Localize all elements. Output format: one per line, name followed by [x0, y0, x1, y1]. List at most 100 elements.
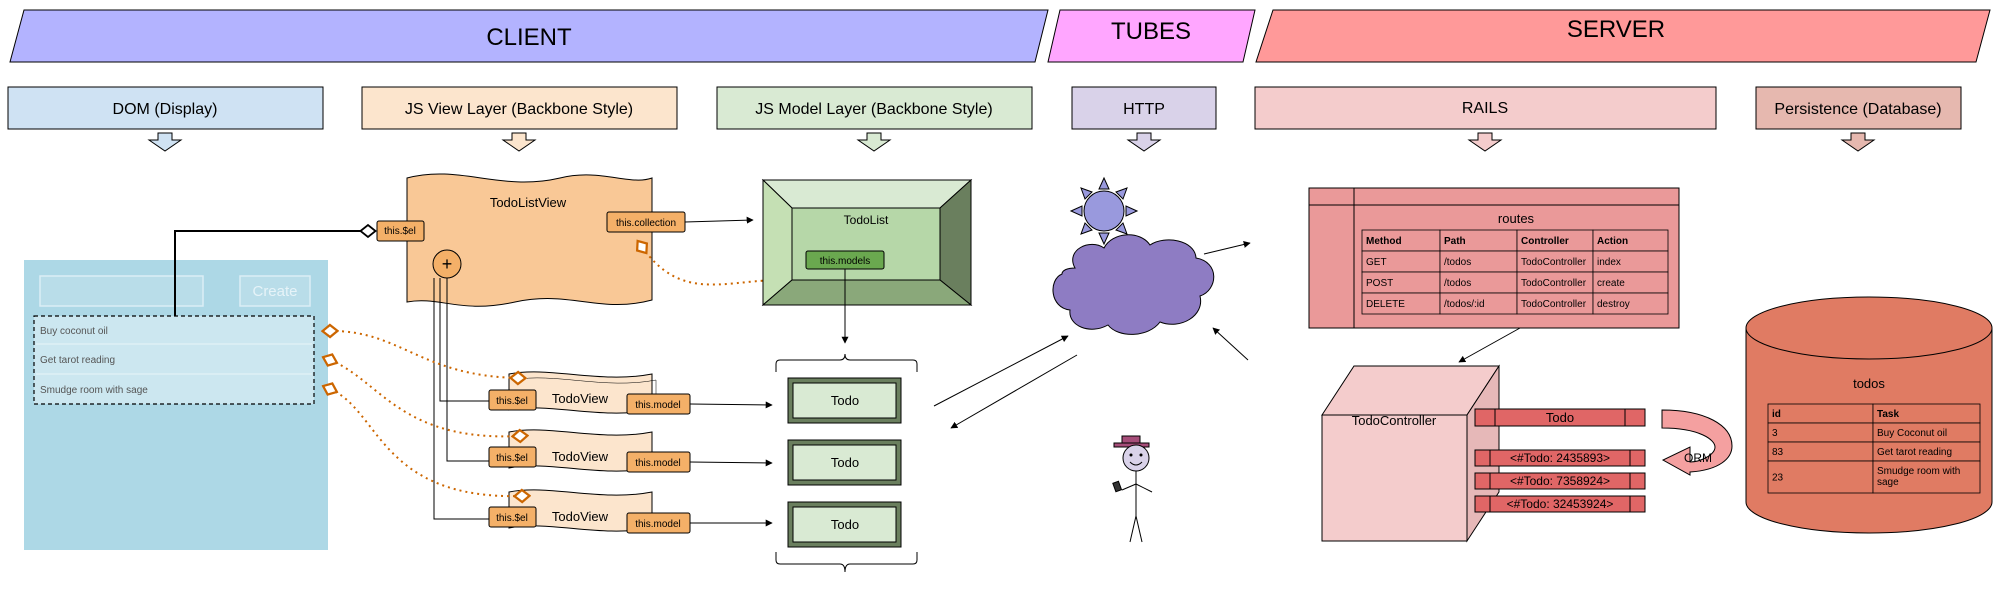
todo-view-2-el-tag: this.$el	[496, 453, 528, 464]
todo-model-2: Todo	[787, 439, 902, 486]
collection-arrow	[684, 216, 754, 224]
todo-view-1-model-tag: this.model	[635, 400, 681, 411]
todo-view-1: TodoView this.$el this.model	[488, 371, 691, 415]
routes-row-3-col-4-cell	[1592, 292, 1669, 315]
routes-row-2-col-1: POST	[1366, 278, 1393, 289]
orm-arrow: ORM	[1661, 409, 1733, 476]
collection-models-link	[642, 247, 775, 285]
cloud-icon	[1052, 234, 1215, 335]
cloud-to-rails-arrow	[1203, 241, 1251, 255]
db-row-1-col-1: 3	[1772, 428, 1778, 439]
db-header-1-cell	[1767, 403, 1874, 424]
todo-model-2-label: Todo	[831, 455, 859, 470]
db-row-2-col-1: 83	[1772, 447, 1784, 458]
list-view-el-tag: this.$el	[384, 226, 416, 237]
todo-list-view: TodoListView this.$el this.collection +	[376, 173, 686, 307]
stick-figure-icon	[1112, 435, 1153, 543]
todo-class-bar: Todo	[1474, 408, 1646, 427]
todo-list-collection: TodoList this.models	[761, 178, 973, 307]
layer-persistence-label: Persistence (Database)	[1774, 101, 1941, 118]
dom-list-item-3[interactable]: Smudge room with sage	[40, 385, 148, 396]
routes-row-1-col-1: GET	[1366, 257, 1387, 268]
todo-class-label: Todo	[1546, 410, 1574, 425]
todo-view-1-el-tag: this.$el	[496, 396, 528, 407]
todos-database: todos id Task 3 Buy Coconut oil 83 Get tarot …	[1745, 296, 1993, 534]
tubes-header: TUBES	[1047, 9, 1256, 63]
layer-persistence: Persistence (Database)	[1755, 86, 1962, 152]
routes-row-1-col-4: index	[1597, 257, 1621, 268]
routes-row-1-col-2: /todos	[1444, 257, 1471, 268]
list-view-collection-tag: this.collection	[616, 218, 676, 229]
routes-row-3-col-1: DELETE	[1366, 299, 1405, 310]
todo-view-2-label: TodoView	[552, 449, 609, 464]
models-tag: this.models	[820, 256, 871, 267]
todo-view-2: TodoView this.$el this.model	[488, 429, 691, 473]
todo-instance-3-label: <#Todo: 32453924>	[1507, 497, 1614, 511]
db-row-3-col-2-cell	[1872, 460, 1981, 494]
response-arrow	[950, 354, 1078, 429]
create-button-label: Create	[252, 283, 297, 300]
orm-label: ORM	[1684, 451, 1712, 465]
db-row-3-col-1: 23	[1772, 473, 1784, 484]
layer-view-label: JS View Layer (Backbone Style)	[405, 101, 633, 118]
routes-header-3: Controller	[1521, 236, 1569, 247]
routes-to-controller-arrow	[1458, 327, 1521, 363]
server-header: SERVER	[1255, 9, 1991, 63]
routes-row-3-col-4: destroy	[1597, 299, 1630, 310]
todo-instance-2: <#Todo: 7358924>	[1474, 472, 1646, 490]
sun-icon	[1069, 176, 1139, 246]
layer-http-label: HTTP	[1123, 101, 1165, 118]
db-row-1-col-2: Buy Coconut oil	[1877, 428, 1947, 439]
dom-list-item-2[interactable]: Get tarot reading	[40, 355, 115, 366]
db-row-2-col-1-cell	[1767, 441, 1874, 462]
todo-view-3-label: TodoView	[552, 509, 609, 524]
todos-table-title: todos	[1853, 376, 1885, 391]
routes-header-4: Action	[1597, 236, 1628, 247]
routes-header-2: Path	[1444, 236, 1466, 247]
todo-view-3: TodoView this.$el this.model	[488, 489, 691, 534]
todo-input[interactable]	[39, 275, 204, 307]
todo-list-label: TodoList	[844, 213, 889, 227]
layer-model-label: JS Model Layer (Backbone Style)	[755, 101, 992, 118]
layer-dom-label: DOM (Display)	[113, 101, 218, 118]
db-header-2: Task	[1877, 409, 1899, 420]
todo-list-view-label: TodoListView	[490, 195, 567, 210]
dom-item-1-link	[330, 331, 518, 378]
model-arrow-2	[689, 459, 773, 467]
todo-model-3: Todo	[787, 501, 902, 548]
list-el-connector	[174, 223, 377, 316]
routes-header-1: Method	[1366, 236, 1402, 247]
todo-controller: TodoController	[1321, 364, 1500, 543]
dom-item-2-link	[330, 360, 520, 436]
create-button[interactable]	[239, 275, 311, 307]
todo-model-1-label: Todo	[831, 393, 859, 408]
dom-list-item-1[interactable]: Buy coconut oil	[40, 326, 108, 337]
routes-row-3-col-2: /todos/:id	[1444, 299, 1485, 310]
todo-instance-1-label: <#Todo: 2435893>	[1510, 451, 1610, 465]
todo-model-1: Todo	[787, 377, 902, 424]
todo-instance-3: <#Todo: 32453924>	[1474, 495, 1646, 513]
tubes-header-label: TUBES	[1111, 18, 1191, 45]
db-header-1: id	[1772, 409, 1781, 420]
client-header-label: CLIENT	[486, 24, 572, 51]
db-row-1-col-1-cell	[1767, 422, 1874, 443]
todo-view-1-label: TodoView	[552, 391, 609, 406]
plus-icon: +	[442, 254, 453, 274]
layer-http: HTTP	[1071, 86, 1217, 152]
layer-rails-label: RAILS	[1462, 100, 1508, 117]
todo-view-3-model-tag: this.model	[635, 519, 681, 530]
branch-line-3	[433, 278, 489, 520]
routes-row-2-col-4: create	[1597, 278, 1625, 289]
db-row-2-col-2: Get tarot reading	[1877, 447, 1952, 458]
todo-model-3-label: Todo	[831, 517, 859, 532]
todo-view-3-el-tag: this.$el	[496, 513, 528, 524]
layer-model: JS Model Layer (Backbone Style)	[716, 86, 1033, 152]
request-arrow	[933, 335, 1069, 407]
todo-controller-label: TodoController	[1352, 413, 1437, 428]
client-header: CLIENT	[9, 9, 1049, 63]
layer-dom: DOM (Display)	[7, 86, 324, 152]
todo-instance-1: <#Todo: 2435893>	[1474, 449, 1646, 467]
